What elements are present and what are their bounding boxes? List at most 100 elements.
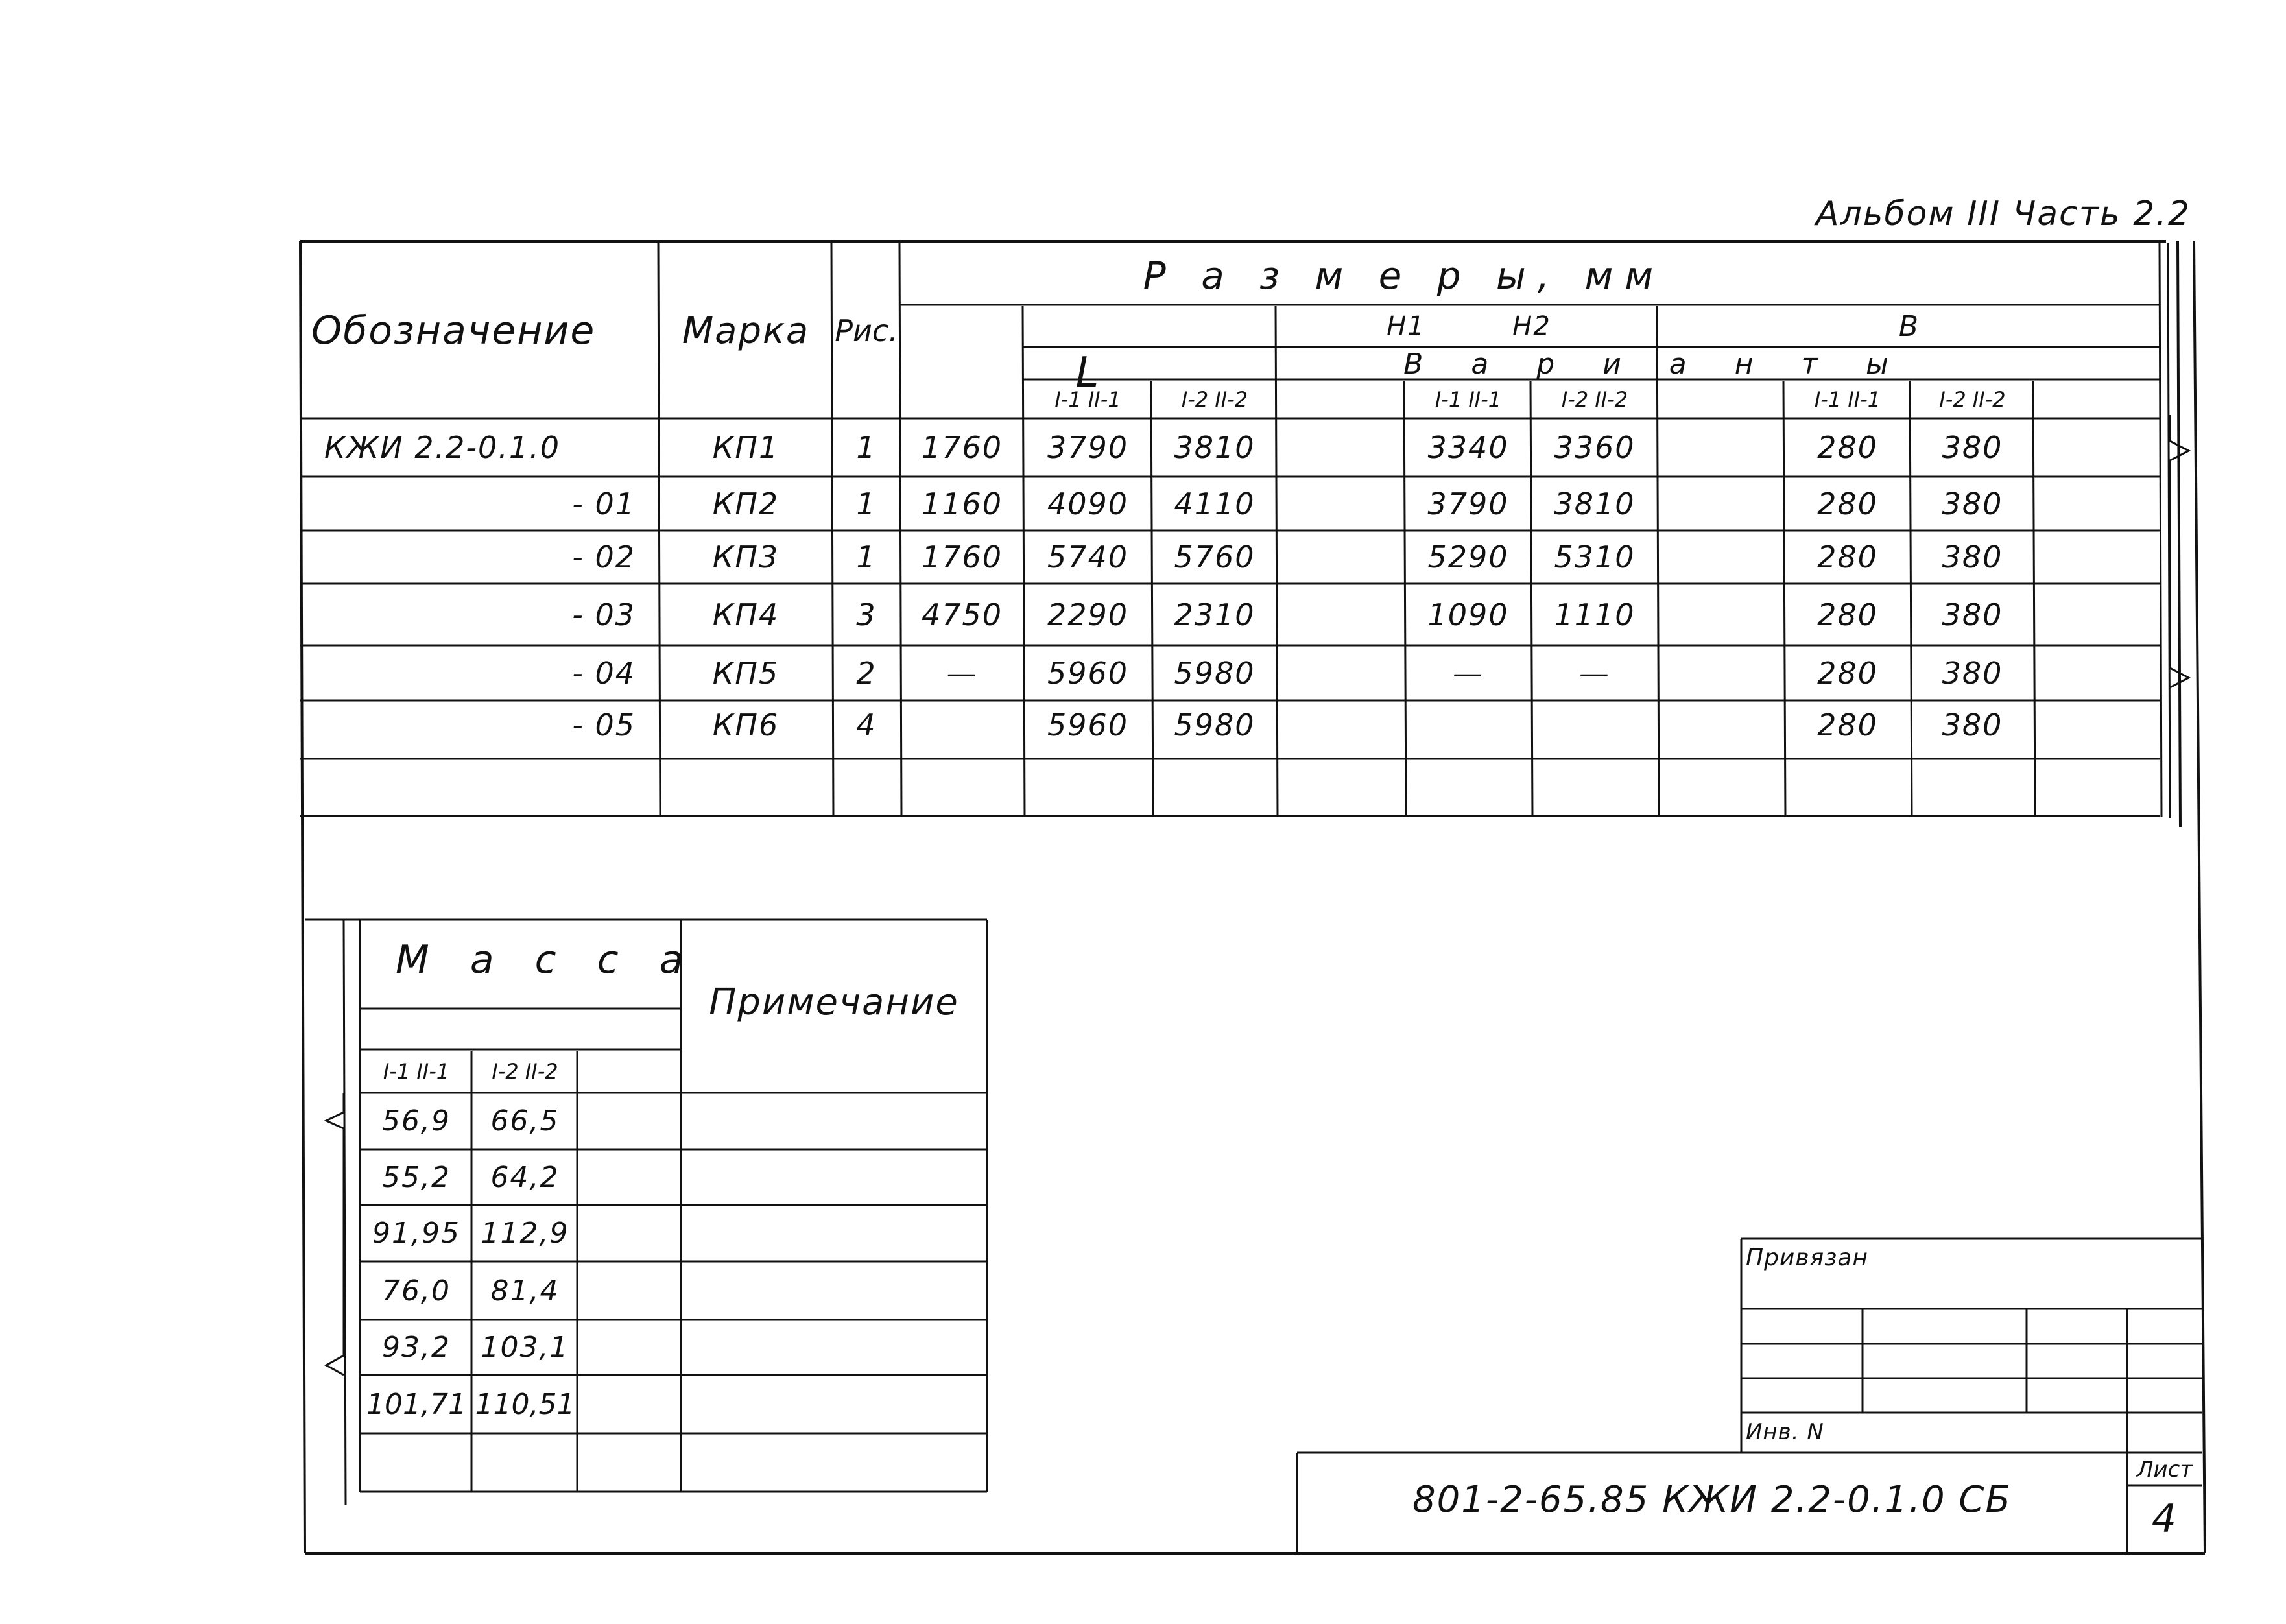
b-1-cell: 280 <box>1817 540 1878 575</box>
designation-cell: - 01 <box>572 486 636 521</box>
mass-v1-cell: 91,95 <box>372 1217 460 1250</box>
document-code: 801-2-65.85 КЖИ 2.2-0.1.0 СБ <box>1412 1479 2012 1521</box>
h1-variant-2: I-2 II-2 <box>1181 387 1248 412</box>
fig-cell: 1 <box>856 430 877 465</box>
h2-1-cell: 1090 <box>1427 597 1509 632</box>
b-variant-2: I-2 II-2 <box>1939 387 2006 412</box>
header-sizes: Р а з м е р ы, мм <box>1143 254 1665 298</box>
h2-1-cell: 3340 <box>1427 430 1509 465</box>
header-H2: H2 <box>1512 311 1551 341</box>
fig-cell: 1 <box>856 540 877 575</box>
mass-header: М а с с а <box>396 937 698 983</box>
mass-v1-cell: 76,0 <box>382 1274 451 1308</box>
mass-variant-2: I-2 II-2 <box>492 1058 558 1084</box>
mass-v1-cell: 101,71 <box>366 1387 466 1421</box>
h1-variant-1: I-1 II-1 <box>1054 387 1121 412</box>
mass-v2-cell: 112,9 <box>481 1217 569 1250</box>
h2-2-cell: 5310 <box>1554 540 1636 575</box>
header-designation: Обозначение <box>311 308 596 353</box>
fig-cell: 3 <box>856 597 877 632</box>
designation-cell: КЖИ 2.2-0.1.0 <box>324 430 561 465</box>
designation-cell: - 04 <box>572 655 636 691</box>
designation-cell: - 03 <box>572 597 636 632</box>
L-cell: 1160 <box>921 486 1003 521</box>
title-block-grid <box>1296 1237 2202 1553</box>
mark-cell: КП3 <box>712 540 780 575</box>
h1-2-cell: 4110 <box>1174 486 1256 521</box>
mark-cell: КП6 <box>712 707 780 743</box>
mass-v2-cell: 103,1 <box>481 1331 569 1364</box>
h2-1-cell: — <box>1453 655 1484 691</box>
inv-label: Инв. N <box>1746 1419 1824 1445</box>
L-cell: 1760 <box>921 540 1003 575</box>
b-2-cell: 380 <box>1942 707 2003 743</box>
header-B: B <box>1898 309 1920 343</box>
L-cell: 1760 <box>921 430 1003 465</box>
fig-cell: 2 <box>856 655 877 691</box>
h1-1-cell: 5960 <box>1047 655 1129 691</box>
h1-1-cell: 2290 <box>1047 597 1129 632</box>
header-L: L <box>1075 349 1101 397</box>
mark-cell: КП1 <box>712 430 780 465</box>
mass-v2-cell: 64,2 <box>490 1160 560 1194</box>
fig-cell: 1 <box>856 486 877 521</box>
h2-2-cell: — <box>1579 655 1610 691</box>
sheet-number: 4 <box>2151 1496 2178 1542</box>
sheet-label: Лист <box>2136 1457 2193 1483</box>
b-variant-1: I-1 II-1 <box>1814 387 1881 412</box>
left-brace <box>324 1093 345 1376</box>
h2-variant-1: I-1 II-1 <box>1435 387 1502 412</box>
mass-v2-cell: 81,4 <box>490 1274 560 1308</box>
mass-v2-cell: 66,5 <box>490 1105 560 1138</box>
mark-cell: КП4 <box>712 597 780 632</box>
spec-table-grid <box>300 243 2171 819</box>
L-cell: — <box>946 655 978 691</box>
h2-2-cell: 1110 <box>1554 597 1636 632</box>
designation-cell: - 02 <box>572 540 636 575</box>
h1-2-cell: 5980 <box>1174 707 1256 743</box>
mark-cell: КП5 <box>712 655 780 691</box>
header-variants: В а р и а н т ы <box>1403 347 1908 381</box>
note-header: Примечание <box>709 981 959 1023</box>
mass-v1-cell: 93,2 <box>382 1331 451 1364</box>
mark-cell: КП2 <box>712 486 780 521</box>
b-1-cell: 280 <box>1817 597 1878 632</box>
h1-2-cell: 5980 <box>1174 655 1256 691</box>
b-2-cell: 380 <box>1942 430 2003 465</box>
b-1-cell: 280 <box>1817 486 1878 521</box>
mass-v2-cell: 110,51 <box>475 1387 575 1421</box>
h1-1-cell: 4090 <box>1047 486 1129 521</box>
h2-variant-2: I-2 II-2 <box>1561 387 1628 412</box>
h1-2-cell: 2310 <box>1174 597 1256 632</box>
right-brace <box>2169 415 2191 689</box>
b-1-cell: 280 <box>1817 430 1878 465</box>
b-2-cell: 380 <box>1942 655 2003 691</box>
h1-1-cell: 5740 <box>1047 540 1129 575</box>
designation-cell: - 05 <box>572 707 636 743</box>
header-mark: Марка <box>682 309 810 352</box>
mass-v1-cell: 56,9 <box>382 1105 451 1138</box>
L-cell: 4750 <box>921 597 1003 632</box>
h2-2-cell <box>1532 700 1657 749</box>
L-cell <box>901 700 1023 749</box>
h1-1-cell: 3790 <box>1047 430 1129 465</box>
mass-variant-1: I-1 II-1 <box>383 1058 450 1084</box>
fig-cell: 4 <box>856 707 877 743</box>
b-2-cell: 380 <box>1942 597 2003 632</box>
header-H1: H1 <box>1387 311 1425 341</box>
b-2-cell: 380 <box>1942 540 2003 575</box>
h2-1-cell: 3790 <box>1427 486 1509 521</box>
h2-2-cell: 3810 <box>1554 486 1636 521</box>
header-fig: Рис. <box>835 313 898 348</box>
h1-2-cell: 5760 <box>1174 540 1256 575</box>
outer-frame <box>299 240 2206 1555</box>
h1-2-cell: 3810 <box>1174 430 1256 465</box>
b-2-cell: 380 <box>1942 486 2003 521</box>
mass-v1-cell: 55,2 <box>382 1160 451 1194</box>
b-1-cell: 280 <box>1817 655 1878 691</box>
attached-label: Привязан <box>1746 1245 1868 1271</box>
h2-2-cell: 3360 <box>1554 430 1636 465</box>
h1-1-cell: 5960 <box>1047 707 1129 743</box>
h2-1-cell <box>1406 700 1530 749</box>
